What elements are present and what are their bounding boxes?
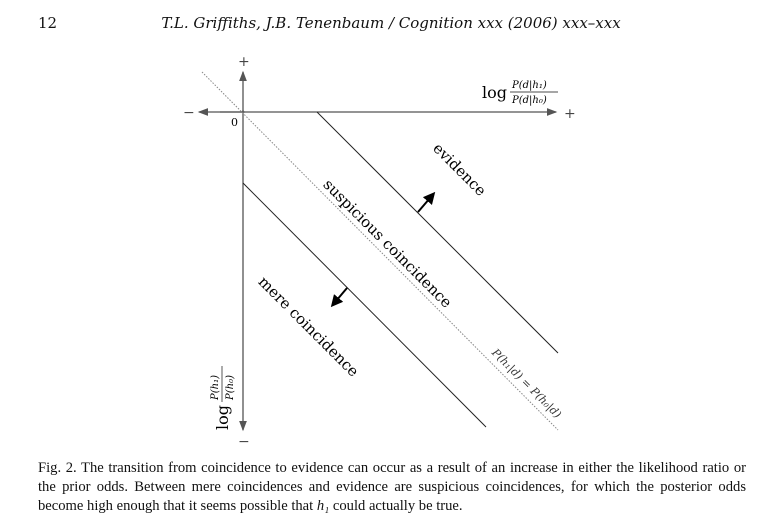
caption-variable: h₁	[316, 498, 330, 514]
y-plus-sign: +	[238, 54, 250, 70]
svg-text:P(d|h₁): P(d|h₁)	[511, 80, 547, 91]
origin-label: 0	[231, 116, 238, 129]
x-plus-sign: +	[564, 106, 576, 122]
svg-text:log: log	[482, 83, 507, 102]
page-number: 12	[38, 14, 58, 32]
boundary-dotted-line	[201, 71, 559, 431]
y-minus-sign: −	[238, 434, 250, 450]
running-head: T.L. Griffiths, J.B. Tenenbaum / Cogniti…	[161, 14, 621, 32]
evidence-label: evidence	[429, 139, 490, 200]
svg-text:P(h₀): P(h₀)	[225, 375, 236, 401]
suspicious-coincidence-label: suspicious coincidence	[320, 175, 456, 311]
evidence-threshold-line	[316, 111, 559, 354]
caption-text-end: could actually be true.	[329, 498, 463, 514]
mere-arrow	[330, 287, 348, 308]
figure-caption: Fig. 2. The transition from coincidence …	[38, 459, 746, 516]
svg-text:log: log	[213, 405, 232, 430]
mere-threshold-line	[242, 182, 487, 428]
boundary-label: P(h₁|d) = P(h₀|d)	[488, 345, 564, 421]
svg-text:P(d|h₀): P(d|h₀)	[511, 95, 547, 106]
evidence-arrow	[417, 191, 436, 213]
svg-text:P(h₁): P(h₁)	[210, 375, 221, 401]
x-axis-label: log P(d|h₁) P(d|h₀)	[482, 80, 558, 106]
x-minus-sign: −	[183, 105, 195, 121]
y-axis-label: log P(h₁) P(h₀)	[210, 366, 236, 430]
caption-text: Fig. 2. The transition from coincidence …	[38, 460, 746, 514]
